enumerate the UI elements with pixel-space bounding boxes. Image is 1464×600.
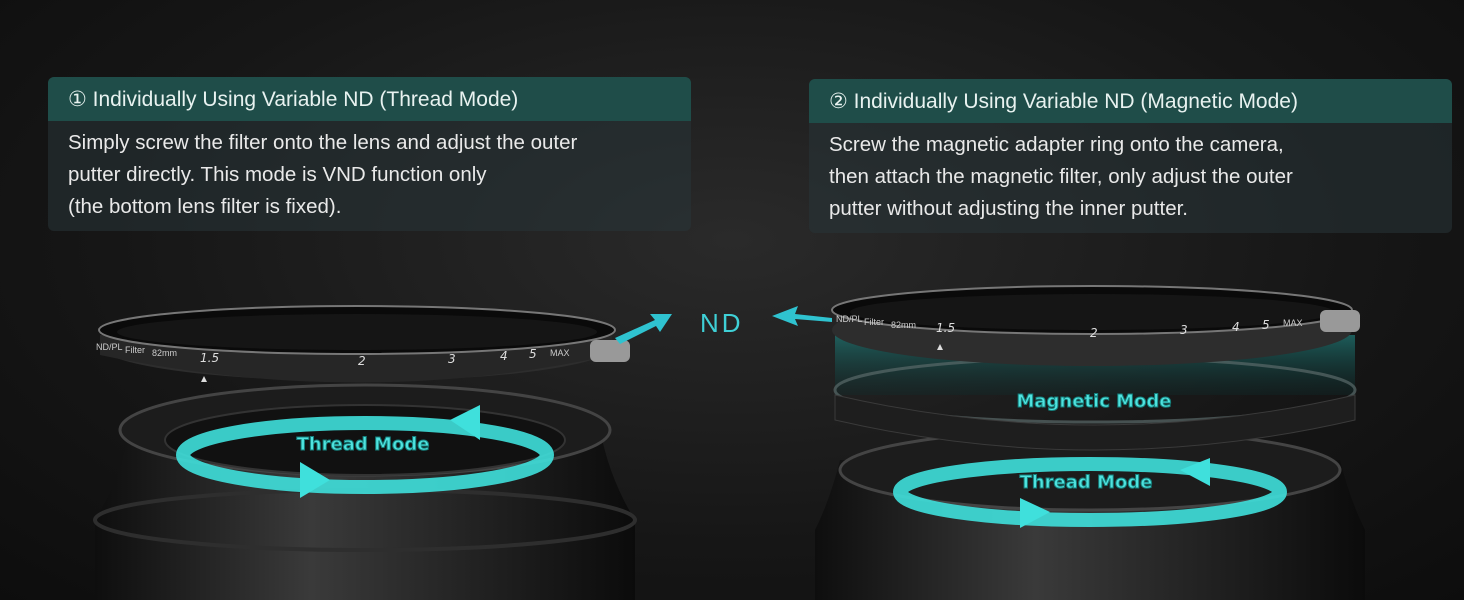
vnd-filter-right: ND/PL Filter 82mm 1.5 2 3 4 5 MAX: [831, 285, 1360, 366]
description-line: putter directly. This mode is VND functi…: [68, 163, 487, 186]
svg-text:2: 2: [358, 354, 366, 368]
panel-title: ② Individually Using Variable ND (Magnet…: [809, 79, 1452, 123]
adjust-knob-right: [1320, 310, 1360, 332]
thread-mode-label-right: Thread Mode: [1020, 472, 1153, 493]
arrow-out-icon: [615, 314, 672, 344]
svg-text:1.5: 1.5: [936, 321, 955, 335]
description-line: Simply screw the filter onto the lens an…: [68, 131, 578, 154]
description-line: Screw the magnetic adapter ring onto the…: [829, 133, 1284, 156]
filter-label: Filter: [864, 317, 884, 327]
filter-label: Filter: [125, 345, 145, 355]
svg-text:5: 5: [529, 347, 537, 361]
svg-text:MAX: MAX: [550, 348, 570, 358]
svg-text:MAX: MAX: [1283, 318, 1303, 328]
thread-mode-arrow-right: [893, 457, 1287, 528]
filter-size: 82mm: [152, 348, 177, 358]
arrow-in-icon: [772, 306, 832, 326]
thread-mode-arrow-left: [176, 405, 554, 498]
description-line: (the bottom lens filter is fixed).: [68, 195, 342, 218]
svg-text:5: 5: [1262, 318, 1270, 332]
nd-label: ND: [700, 308, 744, 338]
filter-brand-text: ND/PL: [836, 314, 863, 324]
panel-description: Screw the magnetic adapter ring onto the…: [809, 123, 1452, 233]
panel-title: ① Individually Using Variable ND (Thread…: [48, 77, 691, 121]
svg-text:4: 4: [1232, 320, 1240, 334]
svg-text:1.5: 1.5: [200, 351, 219, 365]
panel-description: Simply screw the filter onto the lens an…: [48, 121, 691, 231]
vnd-filter-left: ND/PL Filter 82mm 1.5 2 3 4 5 MAX: [96, 305, 630, 383]
svg-text:4: 4: [500, 349, 508, 363]
mode-panel-magnetic: ② Individually Using Variable ND (Magnet…: [809, 79, 1452, 233]
svg-text:3: 3: [448, 352, 456, 366]
thread-mode-label-left: Thread Mode: [297, 434, 430, 455]
mode-panel-thread: ① Individually Using Variable ND (Thread…: [48, 77, 691, 231]
svg-text:3: 3: [1180, 323, 1188, 337]
adjust-knob-left: [590, 340, 630, 362]
description-line: putter without adjusting the inner putte…: [829, 197, 1188, 220]
filter-size: 82mm: [891, 320, 916, 330]
magnetic-mode-label: Magnetic Mode: [1016, 391, 1171, 412]
filter-brand-text: ND/PL: [96, 342, 123, 352]
svg-text:2: 2: [1090, 326, 1098, 340]
description-line: then attach the magnetic filter, only ad…: [829, 165, 1293, 188]
